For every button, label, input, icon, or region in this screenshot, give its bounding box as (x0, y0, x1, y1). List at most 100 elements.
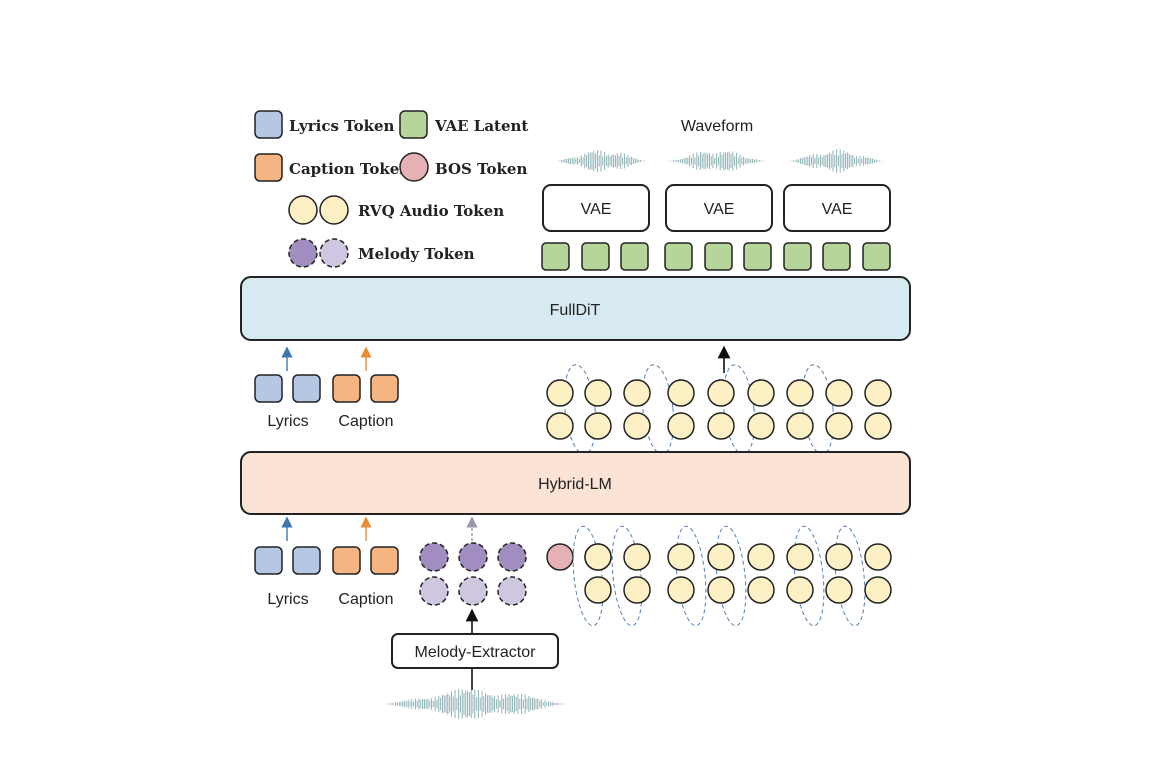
rvq-audio-token (825, 412, 853, 440)
legend-bos-swatch (399, 152, 429, 182)
rvq-audio-token (707, 543, 735, 571)
melody-extractor-block: Melody-Extractor (391, 633, 559, 669)
vae-latent-row (541, 242, 891, 271)
vae-latent-token (541, 242, 570, 271)
lower-caption-token-1 (332, 546, 361, 575)
legend-rvq-swatch-1 (288, 195, 318, 225)
rvq-audio-token (864, 379, 892, 407)
legend-caption-label: Caption Token (289, 160, 410, 178)
vae-latent-token (822, 242, 851, 271)
legend-rvq-label: RVQ Audio Token (358, 202, 504, 220)
upper-rvq-token-grid (546, 364, 892, 455)
rvq-audio-token (623, 412, 651, 440)
rvq-audio-token (584, 543, 612, 571)
lower-rvq-token-grid (572, 525, 892, 627)
vae-latent-token (581, 242, 610, 271)
melody-token (419, 542, 449, 572)
rvq-audio-token (667, 412, 695, 440)
rvq-audio-token (584, 576, 612, 604)
rvq-audio-token (825, 379, 853, 407)
vae-latent-token (664, 242, 693, 271)
codebook-group-outline (675, 525, 707, 627)
vae-latent-token (743, 242, 772, 271)
hybrid-lm-block: Hybrid-LM (240, 451, 911, 515)
rvq-audio-token (707, 576, 735, 604)
rvq-audio-token (825, 576, 853, 604)
melody-token (458, 542, 488, 572)
rvq-audio-token (747, 543, 775, 571)
legend-bos-label: BOS Token (435, 160, 527, 178)
vae-decoder-3: VAE (783, 184, 891, 232)
fulldit-block: FullDiT (240, 276, 911, 341)
lower-caption-token-2 (370, 546, 399, 575)
rvq-audio-token (864, 412, 892, 440)
melody-token (419, 576, 449, 606)
rvq-audio-token (864, 543, 892, 571)
lower-condition-tokens: Lyrics Caption (254, 546, 399, 608)
melody-token (497, 576, 527, 606)
vae-latent-token (862, 242, 891, 271)
rvq-audio-token (747, 576, 775, 604)
rvq-audio-token (707, 379, 735, 407)
bos-token (546, 543, 574, 571)
legend-melody-swatch-1 (288, 238, 318, 268)
codebook-group-outline (722, 364, 756, 455)
legend-caption-swatch (254, 153, 283, 182)
codebook-group-outline (834, 525, 866, 627)
melody-token-grid (419, 542, 527, 606)
legend-melody-swatch-2 (319, 238, 349, 268)
rvq-audio-token (786, 576, 814, 604)
upper-lyrics-token-2 (292, 374, 321, 403)
rvq-audio-token (546, 412, 574, 440)
upper-condition-tokens: Lyrics Caption (254, 374, 399, 430)
melody-extractor-label: Melody-Extractor (415, 644, 537, 661)
fulldit-label: FullDiT (550, 302, 601, 319)
rvq-audio-token (786, 543, 814, 571)
rvq-audio-token (747, 379, 775, 407)
rvq-audio-token (667, 379, 695, 407)
rvq-audio-token (747, 412, 775, 440)
melody-token (458, 576, 488, 606)
lower-lyrics-label: Lyrics (267, 591, 308, 608)
vae-latent-token (704, 242, 733, 271)
upper-caption-token-1 (332, 374, 361, 403)
codebook-group-outline (563, 364, 597, 455)
vae-decoder-1: VAE (542, 184, 650, 232)
lower-lyrics-token-1 (254, 546, 283, 575)
rvq-audio-token (623, 576, 651, 604)
codebook-group-outline (611, 525, 643, 627)
rvq-audio-token (546, 379, 574, 407)
upper-lyrics-label: Lyrics (267, 413, 308, 430)
legend-lyrics-swatch (254, 110, 283, 139)
codebook-group-outline (715, 525, 747, 627)
codebook-group-outline (793, 525, 825, 627)
legend-vae-latent-swatch (399, 110, 428, 139)
rvq-audio-token (667, 543, 695, 571)
rvq-audio-token (623, 379, 651, 407)
vae-decoder-2: VAE (665, 184, 773, 232)
hybrid-lm-label: Hybrid-LM (538, 476, 612, 493)
legend: Lyrics Token VAE Latent Caption Token BO… (254, 110, 528, 268)
rvq-audio-token (786, 412, 814, 440)
upper-caption-label: Caption (338, 413, 393, 430)
vae-label-3: VAE (822, 201, 853, 218)
legend-rvq-swatch-2 (319, 195, 349, 225)
melody-token (497, 542, 527, 572)
rvq-audio-token (667, 576, 695, 604)
rvq-audio-token (584, 379, 612, 407)
input-waveform (384, 689, 569, 719)
vae-latent-token (783, 242, 812, 271)
vae-label-1: VAE (581, 201, 612, 218)
lower-caption-label: Caption (338, 591, 393, 608)
codebook-group-outline (641, 364, 675, 455)
codebook-group-outline (572, 525, 604, 627)
upper-caption-token-2 (370, 374, 399, 403)
rvq-audio-token (707, 412, 735, 440)
rvq-audio-token (825, 543, 853, 571)
legend-melody-label: Melody Token (358, 245, 475, 263)
codebook-group-outline (801, 364, 835, 455)
upper-lyrics-token-1 (254, 374, 283, 403)
rvq-audio-token (584, 412, 612, 440)
